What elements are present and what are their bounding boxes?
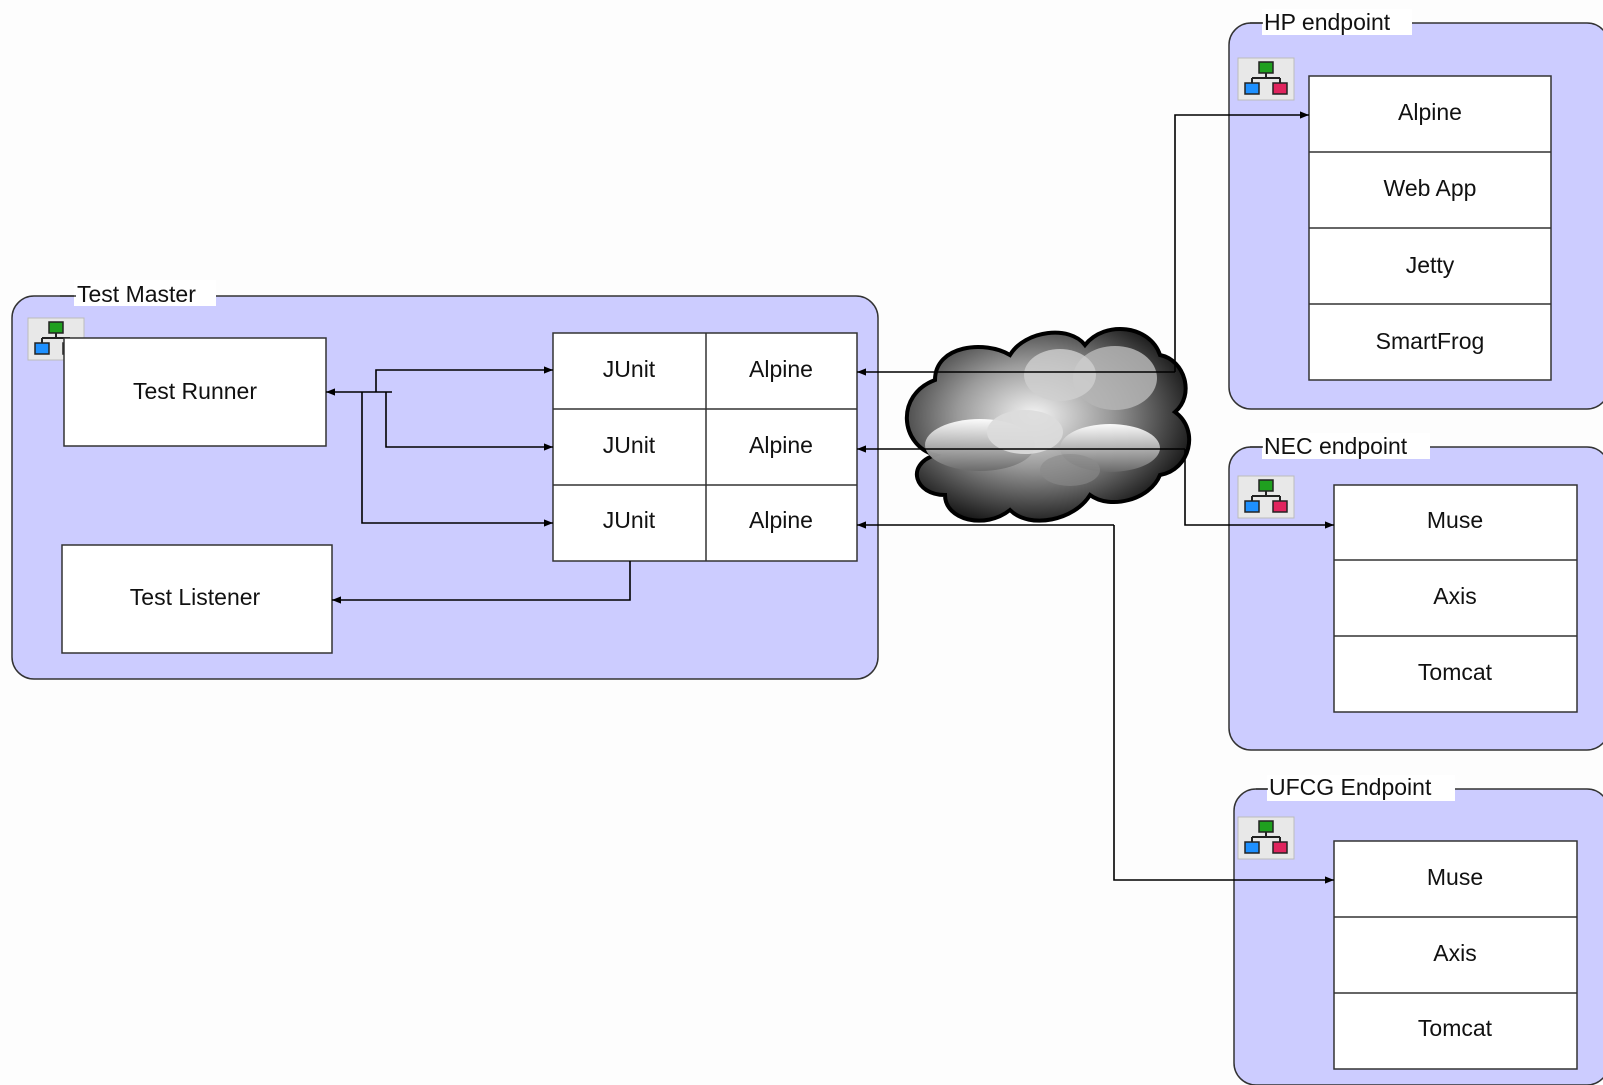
- ufcg-endpoint-title: UFCG Endpoint: [1269, 774, 1432, 800]
- junit-alpine-table: JUnit Alpine JUnit Alpine JUnit Alpine: [552, 332, 858, 562]
- cloud-icon: [904, 327, 1192, 523]
- nec-stack: Muse Axis Tomcat: [1333, 484, 1578, 713]
- network-hierarchy-icon[interactable]: [1237, 475, 1295, 519]
- stack-layer[interactable]: Axis: [1433, 940, 1476, 966]
- test-listener-box[interactable]: [61, 544, 333, 654]
- alpine-cell[interactable]: Alpine: [749, 356, 813, 382]
- hp-endpoint-title: HP endpoint: [1264, 9, 1391, 35]
- test-runner-label: Test Runner: [133, 378, 257, 404]
- network-connectors: [857, 111, 1334, 884]
- test-master-title: Test Master: [77, 281, 196, 307]
- ufcg-stack: Muse Axis Tomcat: [1333, 840, 1578, 1070]
- hp-endpoint-group: HP endpoint Alpine Web App Jetty SmartFr…: [1228, 9, 1603, 410]
- stack-layer[interactable]: Jetty: [1406, 252, 1455, 278]
- test-runner-box[interactable]: [63, 337, 327, 447]
- ufcg-endpoint-group: UFCG Endpoint Muse Axis Tomcat: [1233, 774, 1603, 1085]
- network-hierarchy-icon[interactable]: [1237, 816, 1295, 860]
- stack-layer[interactable]: Axis: [1433, 583, 1476, 609]
- stack-layer[interactable]: Muse: [1427, 507, 1483, 533]
- stack-layer[interactable]: Web App: [1384, 175, 1477, 201]
- stack-layer[interactable]: Alpine: [1398, 99, 1462, 125]
- internal-connectors: [326, 366, 631, 604]
- stack-layer[interactable]: Muse: [1427, 864, 1483, 890]
- stack-layer[interactable]: Tomcat: [1418, 1015, 1493, 1041]
- nec-endpoint-title: NEC endpoint: [1264, 433, 1408, 459]
- stack-layer[interactable]: SmartFrog: [1376, 328, 1485, 354]
- junit-cell[interactable]: JUnit: [603, 432, 656, 458]
- network-hierarchy-icon[interactable]: [1237, 57, 1295, 101]
- hp-stack: Alpine Web App Jetty SmartFrog: [1308, 75, 1552, 381]
- alpine-cell[interactable]: Alpine: [749, 507, 813, 533]
- junit-cell[interactable]: JUnit: [603, 356, 656, 382]
- alpine-cell[interactable]: Alpine: [749, 432, 813, 458]
- stack-layer[interactable]: Tomcat: [1418, 659, 1493, 685]
- junit-cell[interactable]: JUnit: [603, 507, 656, 533]
- nec-endpoint-group: NEC endpoint Muse Axis Tomcat: [1228, 433, 1603, 751]
- test-listener-label: Test Listener: [130, 584, 261, 610]
- test-master-group: Test Master Test Runner Test Listener JU…: [11, 280, 879, 680]
